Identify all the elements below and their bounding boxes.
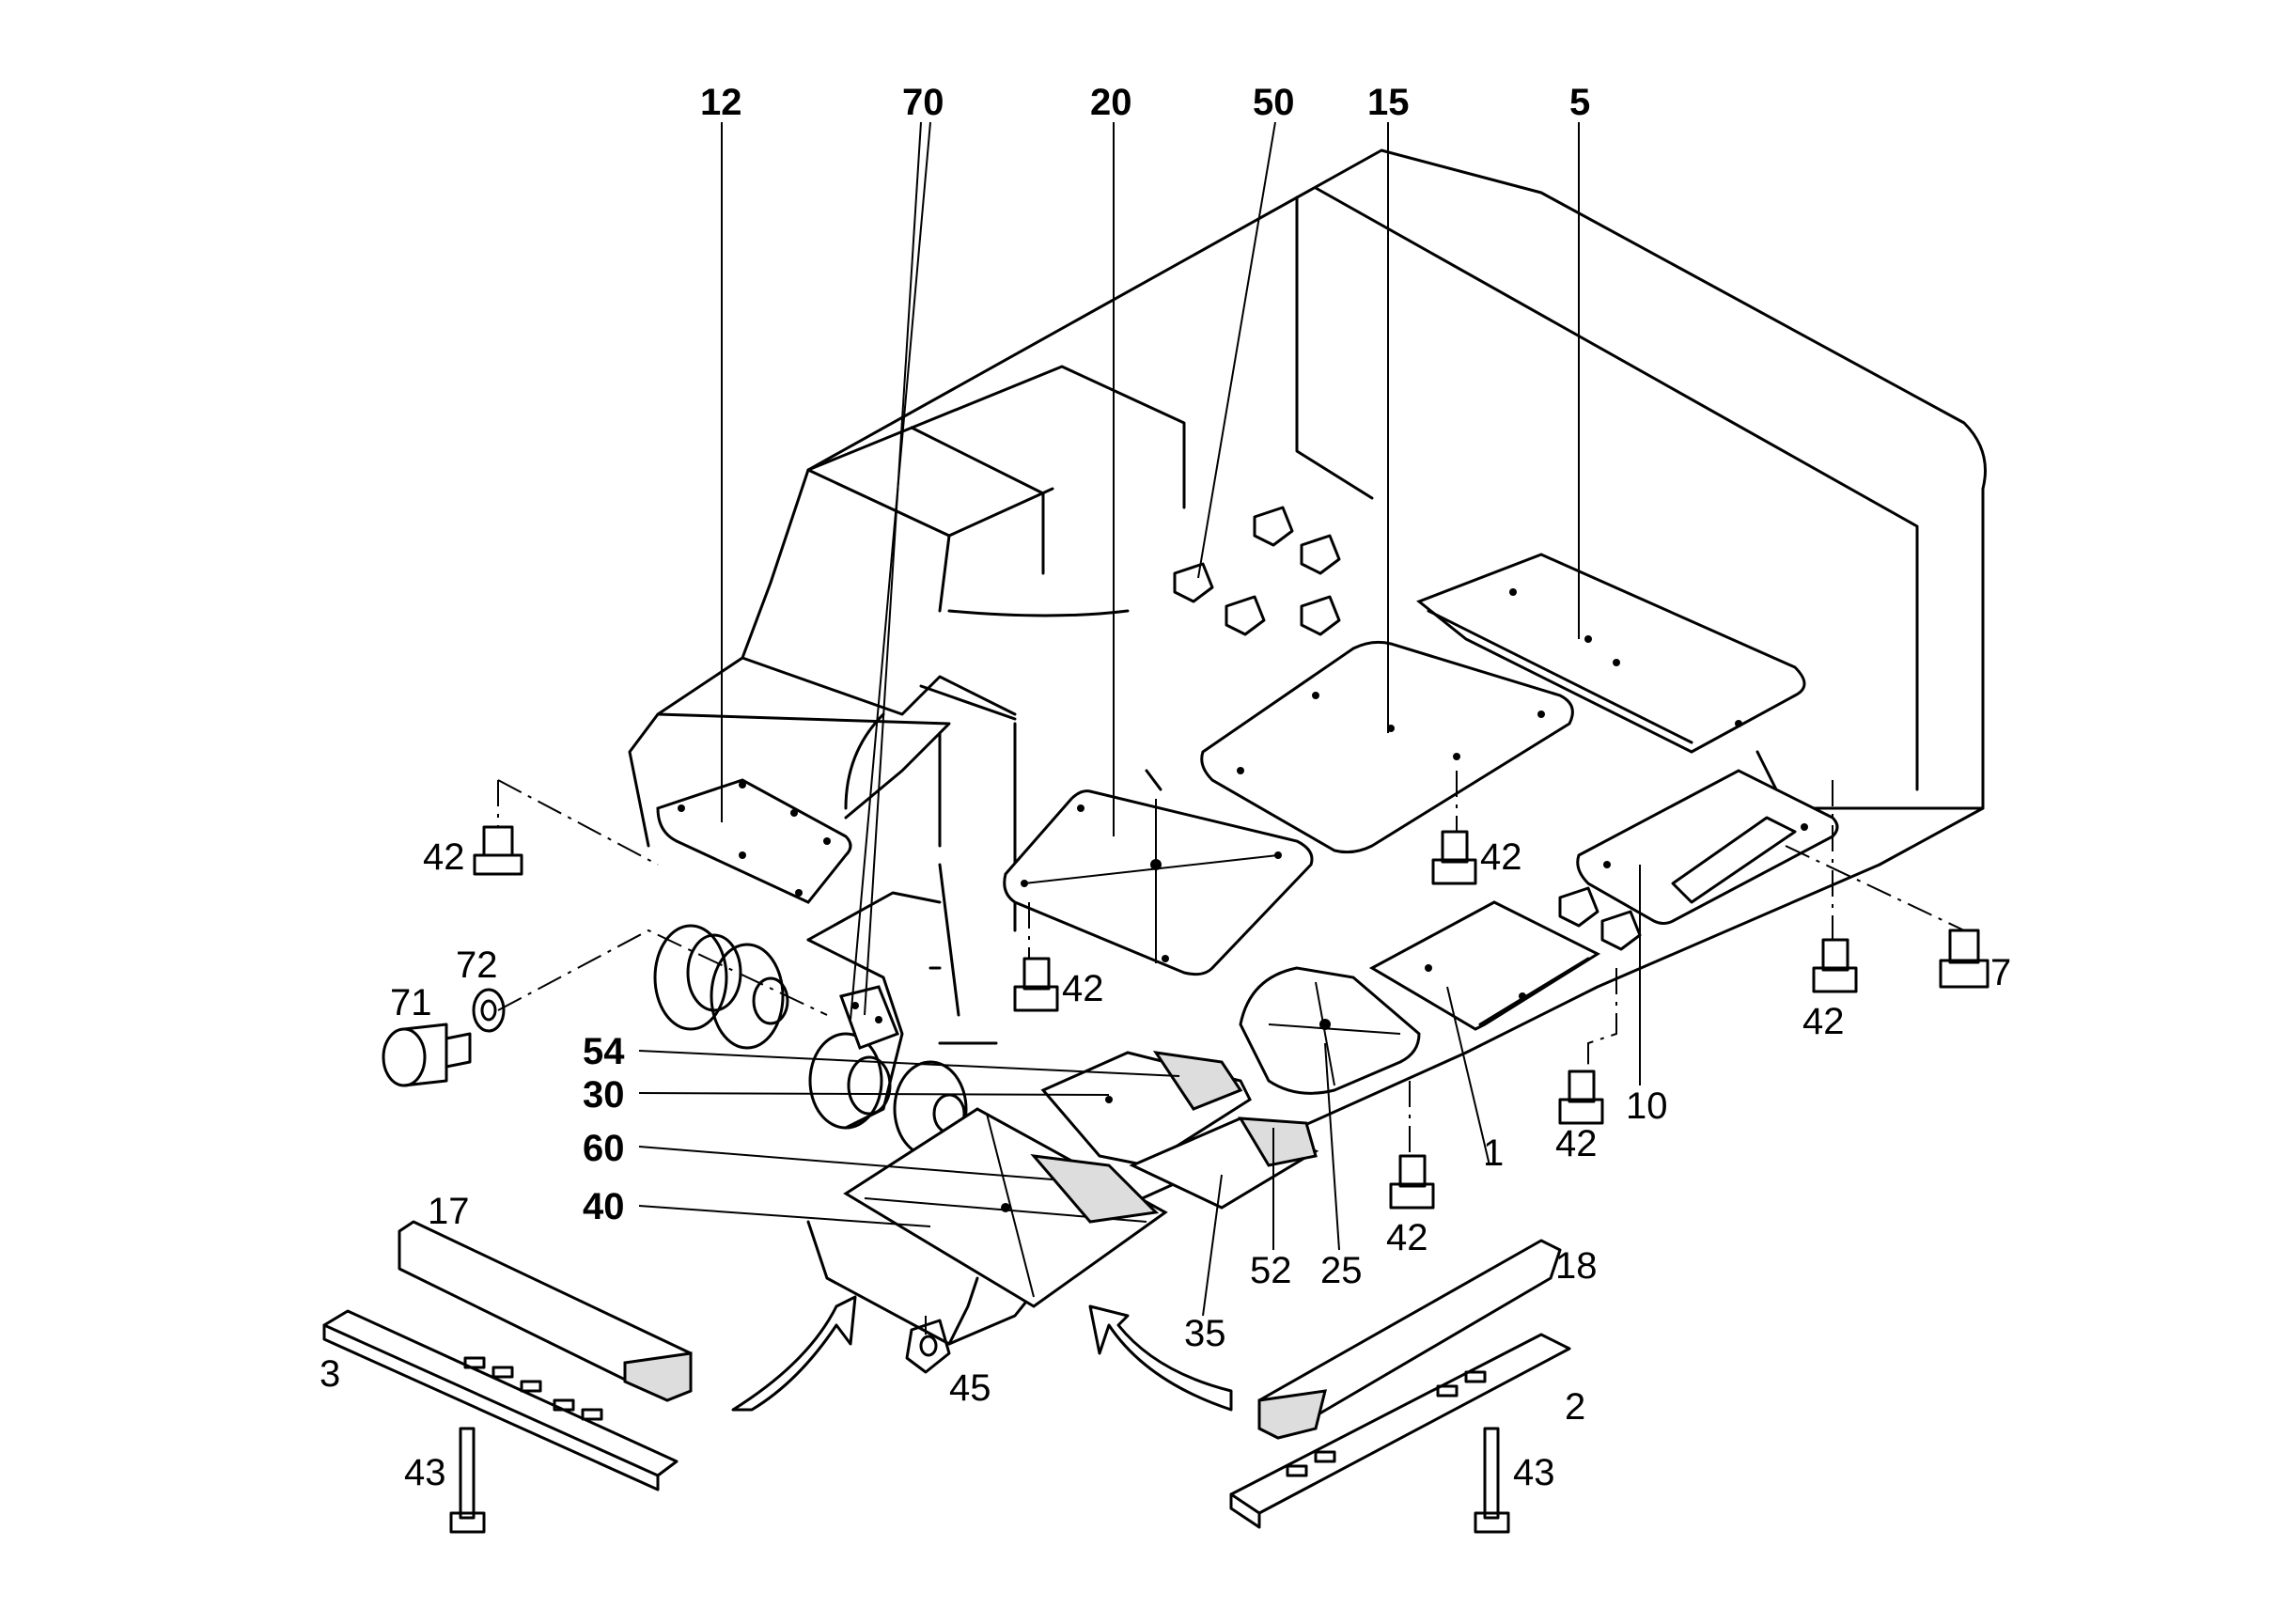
- callout-42-f: 42: [1386, 1217, 1428, 1258]
- cover-plate-25: [1239, 966, 1421, 1095]
- callout-42-b: 42: [1062, 968, 1104, 1009]
- callout-30: 30: [583, 1074, 625, 1116]
- rubber-mounts: [1173, 506, 1642, 951]
- machine-body-outline: [628, 148, 1987, 1346]
- cover-plate-1: [1368, 900, 1601, 1031]
- callout-42-c: 42: [1480, 836, 1522, 878]
- side-plate-3: [322, 1309, 679, 1491]
- bolt-42-d: [1812, 938, 1858, 993]
- callout-20: 20: [1090, 82, 1132, 123]
- callout-2: 2: [1565, 1386, 1585, 1428]
- leader-lines: [638, 121, 1641, 1317]
- cover-plate-12: [656, 778, 852, 904]
- bolts-42: [473, 825, 1989, 1210]
- callout-70: 70: [902, 82, 944, 123]
- bolt-7: [1939, 929, 1989, 989]
- bolt-43-left: [449, 1427, 486, 1534]
- callout-10: 10: [1626, 1085, 1668, 1127]
- foam-strip-17: [398, 1220, 693, 1402]
- callout-52: 52: [1250, 1250, 1292, 1291]
- callout-7: 7: [1990, 952, 2011, 993]
- callout-17: 17: [428, 1191, 470, 1232]
- callout-15: 15: [1367, 82, 1410, 123]
- callout-1: 1: [1483, 1132, 1504, 1174]
- bolt-42-e: [1558, 1070, 1604, 1125]
- callout-45: 45: [949, 1367, 991, 1409]
- washer-72: [472, 988, 506, 1033]
- callout-25: 25: [1320, 1250, 1363, 1291]
- callout-12: 12: [700, 82, 742, 123]
- callout-42-a: 42: [423, 836, 465, 878]
- bolt-42-c: [1431, 830, 1477, 885]
- cover-plate-5: [1416, 553, 1806, 754]
- foam-strip-18: [1257, 1239, 1562, 1440]
- bolt-42-f: [1389, 1154, 1435, 1210]
- callout-43-left: 43: [404, 1452, 446, 1493]
- foam-seals: [1030, 1051, 1318, 1224]
- callout-60: 60: [583, 1128, 625, 1169]
- callout-5: 5: [1569, 82, 1590, 123]
- callout-labels: 12 70 20 50 15 5 42 42 42 42 42 42 7 72 …: [320, 82, 2011, 1493]
- callout-71: 71: [390, 982, 432, 1023]
- callout-18: 18: [1555, 1245, 1598, 1287]
- bolt-42-a: [473, 825, 523, 876]
- boom-pivot-bosses: [653, 924, 968, 1158]
- callout-50: 50: [1253, 82, 1295, 123]
- callout-42-e: 42: [1555, 1123, 1598, 1164]
- bolt-71: [382, 1023, 472, 1087]
- assembly-arrows: [731, 1295, 1233, 1412]
- plate-70: [839, 985, 899, 1050]
- grommet-45: [905, 1319, 951, 1374]
- callout-3: 3: [320, 1353, 340, 1395]
- cover-plate-40: [843, 1107, 1168, 1308]
- cover-plate-20: [1003, 789, 1314, 976]
- cover-plate-15: [1200, 640, 1574, 854]
- callout-42-d: 42: [1802, 1001, 1845, 1042]
- assembly-axis-lines: [497, 771, 1965, 1335]
- callout-35: 35: [1184, 1313, 1226, 1354]
- bolt-43-right: [1474, 1427, 1510, 1534]
- bolt-42-b: [1013, 957, 1059, 1012]
- callout-40: 40: [583, 1186, 625, 1227]
- cover-plate-10: [1576, 769, 1839, 925]
- side-plate-2: [1229, 1333, 1571, 1529]
- callout-72: 72: [456, 945, 498, 986]
- callout-54: 54: [583, 1031, 625, 1072]
- callout-43-right: 43: [1513, 1452, 1555, 1493]
